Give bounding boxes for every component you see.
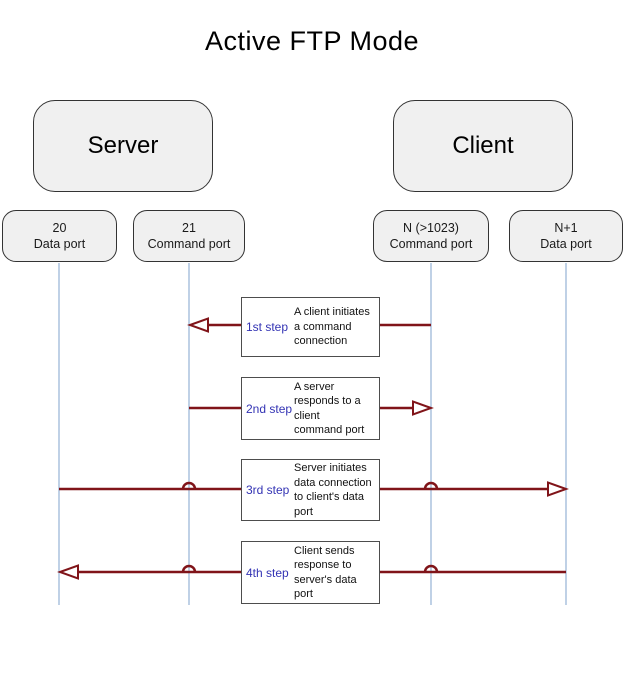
- step2-arrowhead-right-icon: [412, 400, 434, 416]
- port-number: 20: [52, 221, 67, 235]
- step-box-3: 3rd step Server initiates data connectio…: [241, 459, 380, 521]
- port-number: N (>1023): [403, 221, 459, 235]
- step3-hop-over-command-lifeline: [181, 481, 197, 490]
- step4-hop-over-command-lifeline: [181, 564, 197, 573]
- actor-server-label: Server: [87, 132, 159, 159]
- diagram-title: Active FTP Mode: [204, 26, 420, 56]
- step-box-1: 1st step A client initiates a command co…: [241, 297, 380, 357]
- step4-hop-over-client-command-lifeline: [423, 564, 439, 573]
- step4-label: 4th step: [246, 565, 289, 580]
- port-box-server-command: 21 Command port: [133, 210, 245, 262]
- step3-description: Server initiates data connection to clie…: [294, 462, 372, 518]
- step1-description: A client initiates a command connection: [294, 306, 370, 348]
- port-label: Command port: [147, 237, 231, 251]
- actor-box-client: Client: [393, 100, 573, 192]
- step1-arrowhead-left-icon: [187, 317, 209, 333]
- port-label: Command port: [389, 237, 473, 251]
- port-label: Data port: [33, 237, 86, 251]
- actor-box-server: Server: [33, 100, 213, 192]
- step3-arrowhead-right-icon: [547, 481, 569, 497]
- actor-client-label: Client: [452, 132, 514, 159]
- port-box-client-data: N+1 Data port: [509, 210, 623, 262]
- port-number: 21: [182, 221, 196, 235]
- port-label: Data port: [540, 237, 592, 251]
- step2-label: 2nd step: [246, 401, 293, 416]
- port-box-client-command: N (>1023) Command port: [373, 210, 489, 262]
- step3-hop-over-client-command-lifeline: [423, 481, 439, 490]
- step3-label: 3rd step: [246, 483, 290, 497]
- step1-label: 1st step: [246, 320, 289, 334]
- step2-description: A server responds to a client command po…: [294, 380, 365, 437]
- step-box-2: 2nd step A server responds to a client c…: [241, 377, 380, 440]
- step-box-4: 4th step Client sends response to server…: [241, 541, 380, 604]
- port-box-server-data: 20 Data port: [2, 210, 117, 262]
- port-number: N+1: [554, 221, 578, 235]
- step4-arrowhead-left-icon: [57, 564, 79, 580]
- step4-description: Client sends response to server's data p…: [294, 544, 357, 601]
